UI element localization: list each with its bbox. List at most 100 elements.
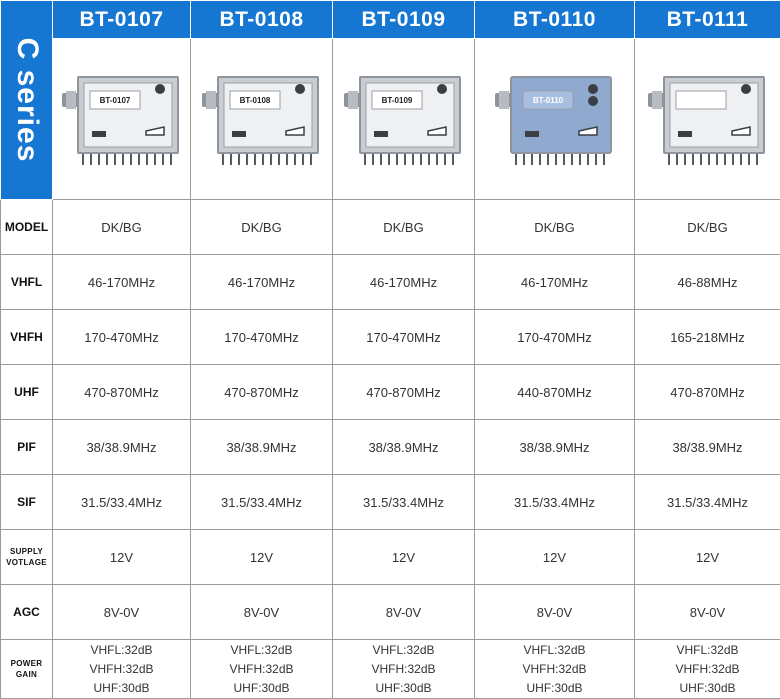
spec-value-text: 8V-0V — [537, 605, 572, 620]
spec-value-text: 31.5/33.4MHz — [81, 495, 162, 510]
spec-value-vhfh: 165-218MHz — [635, 310, 780, 365]
spec-value-vhfl: 46-170MHz — [191, 255, 333, 310]
tuner-module-illustration: BT-0108 — [200, 69, 324, 169]
antenna-connector-ring — [206, 91, 216, 109]
spec-value-supply: 12V — [475, 530, 635, 585]
row-label-text: VOTLAGE — [6, 558, 47, 567]
row-label-text: GAIN — [16, 670, 37, 679]
row-label-vhfh: VHFH — [1, 310, 53, 365]
gain-value-line: VHFH:32dB — [475, 660, 634, 679]
spec-value-text: 46-88MHz — [678, 275, 738, 290]
tuner-vent-slot — [374, 131, 388, 137]
spec-value-text: 8V-0V — [244, 605, 279, 620]
spec-value-text: 12V — [392, 550, 415, 565]
row-label-text: SUPPLY — [10, 547, 43, 556]
spec-value-text: 38/38.9MHz — [519, 440, 589, 455]
series-label-cell: C series — [1, 1, 53, 200]
row-label-agc: AGC — [1, 585, 53, 640]
spec-value-model: DK/BG — [635, 200, 780, 255]
spec-value-uhf: 470-870MHz — [333, 365, 475, 420]
model-name: BT-0110 — [513, 8, 596, 31]
antenna-connector-ring — [66, 91, 76, 109]
spec-value-uhf: 470-870MHz — [53, 365, 191, 420]
spec-value-text: 38/38.9MHz — [86, 440, 156, 455]
spec-value-agc: 8V-0V — [53, 585, 191, 640]
row-label-text: UHF — [14, 385, 39, 399]
spec-value-sif: 31.5/33.4MHz — [191, 475, 333, 530]
spec-row-agc: AGC 8V-0V 8V-0V 8V-0V 8V-0V 8V-0V — [1, 585, 780, 640]
spec-value-text: 12V — [543, 550, 566, 565]
spec-value-text: DK/BG — [383, 220, 423, 235]
spec-value-text: DK/BG — [101, 220, 141, 235]
spec-value-text: 46-170MHz — [521, 275, 588, 290]
spec-value-text: 170-470MHz — [517, 330, 591, 345]
tuner-image-cell: BT-0110 — [475, 39, 635, 200]
model-name: BT-0108 — [219, 8, 303, 31]
spec-value-model: DK/BG — [333, 200, 475, 255]
spec-value-text: 8V-0V — [386, 605, 421, 620]
spec-value-text: 12V — [110, 550, 133, 565]
spec-row-vhfh: VHFH 170-470MHz 170-470MHz 170-470MHz 170-47… — [1, 310, 780, 365]
spec-value-text: 170-470MHz — [366, 330, 440, 345]
tuner-image-cell: BT-0109 — [333, 39, 475, 200]
series-label: C series — [10, 38, 44, 163]
row-label-text: MODEL — [5, 220, 48, 234]
antenna-connector-ring — [348, 91, 358, 109]
tuner-label-text: BT-0110 — [532, 96, 563, 105]
antenna-connector-ring — [652, 91, 662, 109]
tuner-label-sticker — [676, 91, 726, 109]
spec-value-text: 470-870MHz — [84, 385, 158, 400]
spec-value-text: 8V-0V — [690, 605, 725, 620]
spec-value-text: 12V — [250, 550, 273, 565]
spec-value-text: 170-470MHz — [84, 330, 158, 345]
spec-value-text: 8V-0V — [104, 605, 139, 620]
gain-value-line: VHFL:32dB — [53, 641, 190, 660]
spec-value-text: 470-870MHz — [366, 385, 440, 400]
spec-value-text: 12V — [696, 550, 719, 565]
tuner-adjust-hole — [741, 84, 751, 94]
gain-value-line: VHFL:32dB — [635, 641, 780, 660]
spec-value-text: 38/38.9MHz — [368, 440, 438, 455]
tuner-vent-slot — [232, 131, 246, 137]
gain-value-line: UHF:30dB — [191, 679, 332, 698]
spec-value-sif: 31.5/33.4MHz — [333, 475, 475, 530]
row-label-uhf: UHF — [1, 365, 53, 420]
spec-value-model: DK/BG — [53, 200, 191, 255]
gain-value-line: VHFH:32dB — [333, 660, 474, 679]
gain-value-line: VHFL:32dB — [475, 641, 634, 660]
tuner-image-cell: BT-0108 — [191, 39, 333, 200]
row-label-model: MODEL — [1, 200, 53, 255]
spec-value-supply: 12V — [333, 530, 475, 585]
tuner-module-illustration: BT-0107 — [60, 69, 184, 169]
spec-value-vhfh: 170-470MHz — [475, 310, 635, 365]
row-label-gain: POWER GAIN — [1, 640, 53, 699]
tuner-vent-slot — [525, 131, 539, 137]
spec-value-pif: 38/38.9MHz — [191, 420, 333, 475]
spec-value-vhfh: 170-470MHz — [53, 310, 191, 365]
gain-value-line: UHF:30dB — [475, 679, 634, 698]
spec-value-text: 46-170MHz — [88, 275, 155, 290]
gain-value-line: VHFH:32dB — [191, 660, 332, 679]
model-header-bt-0111: BT-0111 — [635, 1, 780, 39]
spec-value-text: 170-470MHz — [224, 330, 298, 345]
tuner-adjust-hole — [155, 84, 165, 94]
model-name: BT-0111 — [667, 8, 749, 31]
tuner-label-text: BT-0107 — [99, 96, 130, 105]
spec-value-text: 470-870MHz — [670, 385, 744, 400]
spec-value-agc: 8V-0V — [191, 585, 333, 640]
row-label-text: POWER — [11, 659, 43, 668]
spec-value-agc: 8V-0V — [475, 585, 635, 640]
spec-value-sif: 31.5/33.4MHz — [635, 475, 780, 530]
gain-value-line: VHFL:32dB — [333, 641, 474, 660]
model-name: BT-0107 — [79, 8, 163, 31]
spec-value-text: DK/BG — [687, 220, 727, 235]
spec-value-model: DK/BG — [191, 200, 333, 255]
